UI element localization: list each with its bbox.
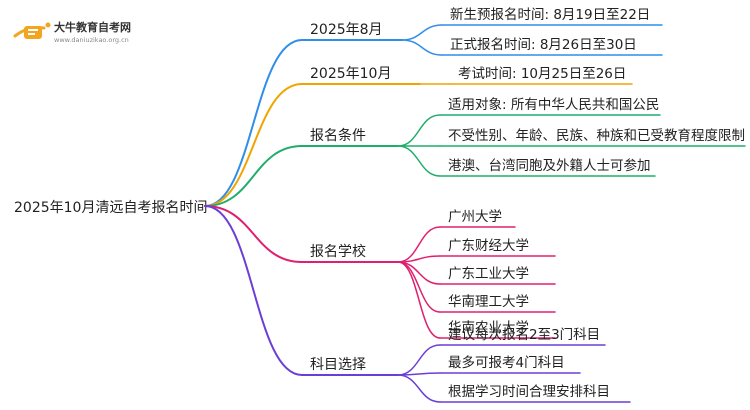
leaf-label-3-1: 适用对象: 所有中华人民共和国公民 (448, 97, 659, 113)
leaf-label-4-3: 广东工业大学 (448, 266, 529, 282)
edge-branch-3-leaf-3 (397, 145, 441, 177)
leaf-label-1-2: 正式报名时间: 8月26日至30日 (450, 37, 637, 53)
leaf-label-1-1: 新生预报名时间: 8月19日至22日 (450, 7, 650, 23)
branch-label-2: 2025年10月 (310, 66, 391, 82)
logo-title: 大牛教育自考网 (54, 20, 131, 34)
edge-branch-4-leaf-1 (397, 226, 441, 263)
root-topic: 2025年10月清远自考报名时间 (14, 200, 207, 216)
edge-root-to-branch-3 (204, 145, 303, 207)
edge-branch-4-leaf-5 (397, 261, 441, 339)
edge-branch-5-leaf-3 (397, 374, 441, 403)
leaf-label-3-3: 港澳、台湾同胞及外籍人士可参加 (448, 157, 651, 174)
leaf-label-5-3: 根据学习时间合理安排科目 (448, 384, 610, 400)
branch-label-5: 科目选择 (310, 357, 366, 373)
leaf-label-2-1: 考试时间: 10月25日至26日 (458, 66, 626, 82)
leaf-label-5-2: 最多可报考4门科目 (448, 354, 565, 371)
edge-branch-4-leaf-2 (397, 255, 441, 263)
edge-branch-1-leaf-1 (401, 24, 443, 41)
logo-icon (13, 22, 51, 39)
edge-branch-5-leaf-1 (397, 344, 441, 376)
logo-url: www.daniuzikao.org.cn (54, 36, 129, 44)
mindmap-edges (204, 24, 746, 403)
edge-branch-3-leaf-1 (397, 114, 441, 147)
logo: 大牛教育自考网 www.daniuzikao.org.cn (13, 20, 131, 44)
edge-root-to-branch-5 (204, 205, 303, 376)
edge-root-to-branch-4 (204, 205, 303, 263)
leaf-label-5-1: 建议每次报名2至3门科目 (448, 327, 600, 343)
leaf-label-3-2: 不受性别、年龄、民族、种族和已受教育程度限制 (448, 128, 745, 144)
leaf-label-4-1: 广州大学 (448, 209, 502, 225)
edge-root-to-branch-1 (204, 39, 303, 207)
branch-label-4: 报名学校 (310, 243, 366, 260)
leaf-label-4-4: 华南理工大学 (448, 294, 529, 310)
leaf-label-4-2: 广东财经大学 (448, 238, 529, 254)
edge-branch-1-leaf-2 (401, 39, 443, 56)
branch-label-3: 报名条件 (310, 127, 366, 144)
edge-branch-4-leaf-4 (397, 261, 441, 313)
branch-label-1: 2025年8月 (310, 22, 383, 38)
leaf-label-4-5: 华南农业大学 (448, 320, 529, 336)
edge-root-to-branch-2 (204, 83, 303, 207)
